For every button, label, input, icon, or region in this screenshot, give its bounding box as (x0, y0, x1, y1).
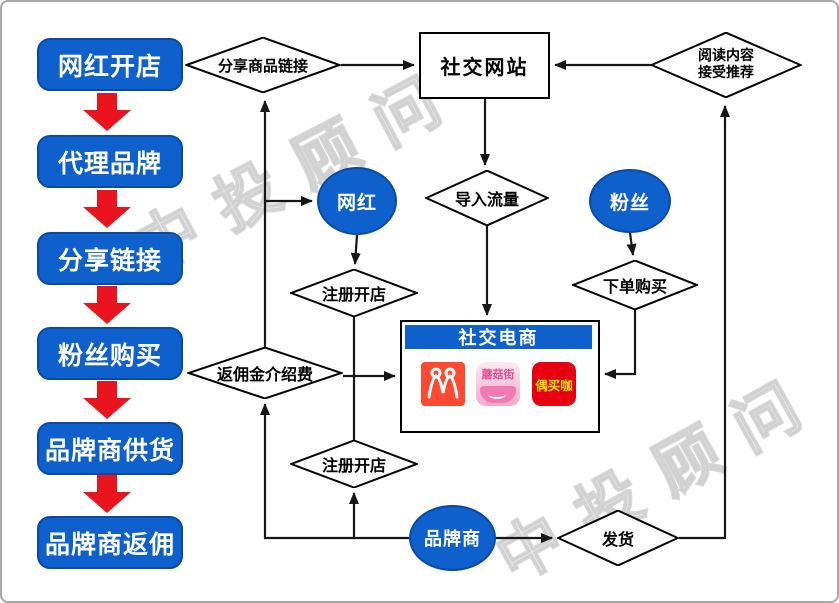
step-influencer-open-store: 网红开店 (37, 38, 183, 91)
register-store-upper-diamond: 注册开店 (290, 269, 418, 317)
social-site-node: 社交网站 (419, 32, 550, 99)
edge-order-to-sebox (604, 310, 637, 379)
meilishuo-icon (421, 362, 465, 406)
edge-influencer-to-register (350, 234, 361, 265)
read-content-diamond: 阅读内容 接受推荐 (650, 32, 802, 98)
influencer-label: 网红 (336, 191, 377, 214)
brand-merchant-label: 品牌商 (424, 529, 481, 550)
fans-label: 粉丝 (609, 191, 650, 214)
down-arrow-icon (83, 286, 131, 324)
import-traffic-diamond: 导入流量 (425, 170, 549, 226)
ship-goods-diamond: 发货 (557, 510, 679, 566)
order-purchase-diamond: 下单购买 (572, 260, 698, 310)
down-arrow-icon (83, 475, 131, 513)
edge-brand-to-rebate (260, 403, 410, 540)
mogujie-label: 蘑菇街 (481, 368, 515, 381)
step-fans-buy: 粉丝购买 (37, 327, 183, 380)
rebate-fee-diamond: 返佣金介绍费 (187, 347, 343, 399)
down-arrow-icon (83, 190, 131, 228)
read-content-line1: 阅读内容 (698, 47, 754, 64)
down-arrow-icon (83, 93, 131, 131)
social-ecommerce-title: 社交电商 (458, 328, 539, 349)
down-arrow-icon (83, 381, 131, 419)
step-agent-brand: 代理品牌 (37, 135, 183, 188)
edge-fans-to-order (626, 232, 637, 256)
mogujie-smile-shape (480, 386, 516, 403)
social-ecommerce-box: 社交电商 蘑菇街 偶买咖 (400, 320, 600, 433)
fans-ellipse: 粉丝 (589, 169, 671, 233)
step-share-link: 分享链接 (37, 232, 183, 285)
brand-merchant-ellipse: 品牌商 (409, 505, 496, 571)
mogujie-icon: 蘑菇街 (476, 362, 520, 406)
social-site-label: 社交网站 (440, 55, 529, 79)
oumaika-label: 偶买咖 (535, 377, 573, 393)
edge-ship-to-readcontent (679, 105, 730, 540)
step-brand-supply: 品牌商供货 (37, 422, 183, 475)
influencer-ellipse: 网红 (317, 167, 397, 235)
social-ecommerce-header: 社交电商 (405, 325, 592, 349)
read-content-line2: 接受推荐 (698, 65, 754, 81)
oumaika-icon: 偶买咖 (532, 362, 576, 406)
register-store-lower-diamond: 注册开店 (290, 440, 418, 488)
step-brand-rebate: 品牌商返佣 (37, 516, 183, 569)
share-product-link-diamond: 分享商品链接 (185, 37, 341, 93)
